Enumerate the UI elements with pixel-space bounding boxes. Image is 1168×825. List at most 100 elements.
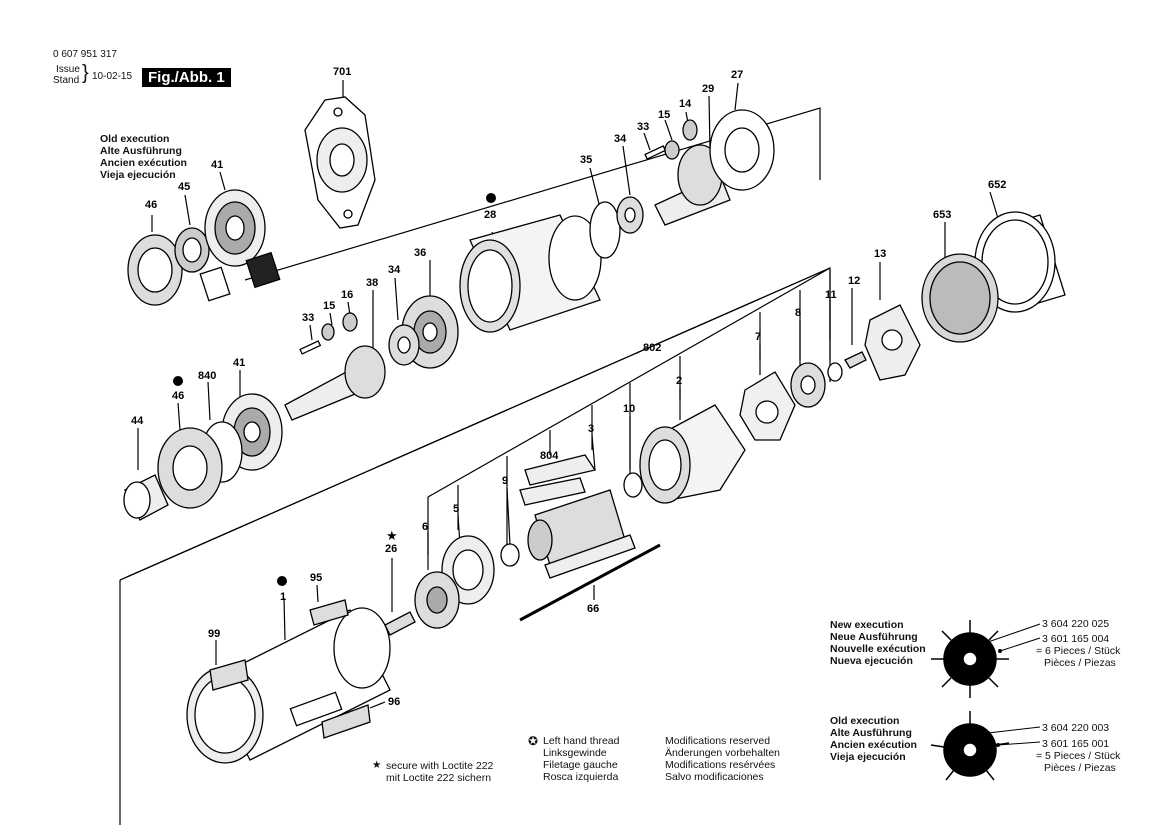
issue-label: Issue [56,64,80,75]
callout-38: 38 [366,277,378,289]
callout-804: 804 [540,450,559,462]
callout-26: 26 [385,543,397,555]
left-hand-de: Linksgewinde [543,747,607,759]
left-hand-icon: ✪ [528,734,539,748]
callout-11: 11 [825,289,837,301]
callout-3: 3 [588,423,594,435]
new-exec-en: New execution [830,619,904,631]
stand-label: Stand [53,75,80,86]
loctite-note-de: mit Loctite 222 sichern [386,772,492,784]
left-hand-es: Rosca izquierda [543,771,619,783]
modifications-en: Modifications reserved [665,735,771,747]
callout-66: 66 [587,603,599,615]
figure-label: Fig./Abb. 1 [142,68,231,87]
callout-5: 5 [453,503,459,515]
part-28-housing [459,214,602,333]
frame-line-upper [244,107,821,281]
callout-15-top: 15 [658,109,670,121]
new-exec-part-b: 3 601 165 004 [1042,633,1110,645]
old-exec-pieces: = 5 Pieces / Stück [1036,750,1121,762]
blade-icon-new [931,620,1009,698]
parts-rotor-group [414,454,661,629]
callout-13: 13 [874,248,886,260]
callout-653: 653 [933,209,951,221]
old-exec-top-de: Alte Ausführung [100,145,182,157]
callout-95: 95 [310,572,322,584]
callout-802: 802 [643,342,661,354]
old-exec-en: Old execution [830,715,900,727]
callout-33-top: 33 [637,121,649,133]
loctite-star-icon: ★ [372,759,382,771]
callout-652: 652 [988,179,1006,191]
issue-date: 10-02-15 [92,71,133,82]
old-exec-pieces2: Pièces / Piezas [1044,762,1116,774]
brace: } [82,62,89,84]
old-exec-es: Vieja ejecución [830,751,906,763]
new-exec-part-a: 3 604 220 025 [1042,618,1110,630]
modifications-de: Änderungen vorbehalten [665,747,781,759]
new-exec-pieces2: Pièces / Piezas [1044,657,1116,669]
callout-46-top: 46 [145,199,157,211]
callout-44: 44 [131,415,144,427]
callout-840: 840 [198,370,216,382]
part-701-flange [304,96,376,229]
new-exec-es: Nueva ejecución [830,655,913,667]
left-hand-en: Left hand thread [543,735,620,747]
callout-35: 35 [580,154,592,166]
callout-34-mid: 34 [388,264,401,276]
symbol-left-hand-1 [277,576,287,586]
parts-lower-right-group [623,304,921,504]
callout-41-top: 41 [211,159,223,171]
callout-6: 6 [422,521,428,533]
callout-46-low: 46 [172,390,184,402]
callout-34-top: 34 [614,133,627,145]
frame-diagonal [119,267,831,581]
blade-icon-old [930,711,1010,781]
parts-old-execution-top [127,189,281,306]
callout-33-mid: 33 [302,312,314,324]
callout-16: 16 [341,289,353,301]
old-exec-part-b: 3 601 165 001 [1042,738,1110,750]
modifications-es: Salvo modificaciones [665,771,764,783]
loctite-note-en: secure with Loctite 222 [386,760,494,772]
callout-10: 10 [623,403,635,415]
callout-2: 2 [676,375,682,387]
old-exec-fr: Ancien exécution [830,739,917,751]
callout-28: 28 [484,209,496,221]
callout-14: 14 [679,98,692,110]
star-icon-26: ★ [386,528,398,543]
parts-middle-rotor-group [284,295,459,421]
new-exec-de: Neue Ausführung [830,631,918,643]
symbol-left-hand-28 [486,193,496,203]
parts-lower-left-group [123,393,283,521]
old-exec-part-a: 3 604 220 003 [1042,722,1110,734]
callout-27: 27 [731,69,743,81]
callout-15-mid: 15 [323,300,335,312]
new-exec-fr: Nouvelle exécution [830,643,926,655]
callout-99: 99 [208,628,220,640]
callout-701: 701 [333,66,351,78]
callout-9: 9 [502,475,508,487]
old-exec-top-es: Vieja ejecución [100,169,176,181]
left-hand-fr: Filetage gauche [543,759,618,771]
callout-96: 96 [388,696,400,708]
old-exec-de: Alte Ausführung [830,727,912,739]
callout-41-low: 41 [233,357,245,369]
doc-number: 0 607 951 317 [53,49,117,60]
callout-29: 29 [702,83,714,95]
parts-upper-rotor-group [589,109,775,259]
callout-7: 7 [755,331,761,343]
callout-45: 45 [178,181,190,193]
bracket-802 [427,267,831,498]
parts-filter [921,211,1066,343]
callout-12: 12 [848,275,860,287]
modifications-fr: Modifications resérvées [665,759,776,771]
part-26-shaft [384,611,416,636]
old-exec-top-en: Old execution [100,133,170,145]
callout-36: 36 [414,247,426,259]
new-exec-pieces: = 6 Pieces / Stück [1036,645,1121,657]
part-1-cylinder [186,599,391,764]
old-exec-top-fr: Ancien exécution [100,157,187,169]
